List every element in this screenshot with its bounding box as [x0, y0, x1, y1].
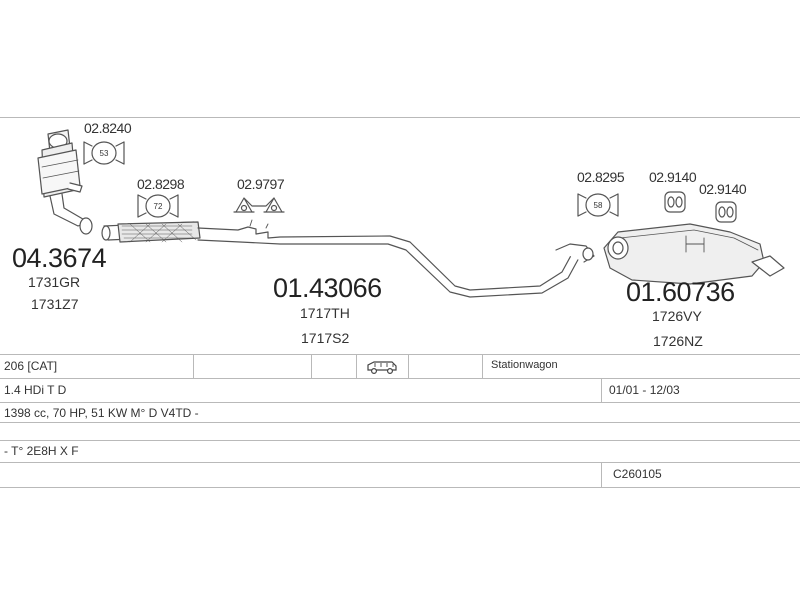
fitting-number-hanger-2[interactable]: 02.9140: [649, 169, 697, 185]
table-row: 206 [CAT] Stationwagon: [0, 354, 800, 379]
part-ref-rear-silencer-1: 1726VY: [652, 308, 702, 324]
part-ref-catalyst-2: 1731Z7: [31, 296, 79, 312]
fitting-number-clamp-1[interactable]: 02.8240: [84, 120, 132, 136]
fitting-number-clamp-3[interactable]: 02.8295: [577, 169, 625, 185]
fitting-number-hanger-3[interactable]: 02.9140: [699, 181, 747, 197]
clamp-badge-1: 53: [100, 149, 109, 158]
catalytic-converter-drawing: [37, 129, 93, 235]
clamp-drawing-1: [83, 141, 125, 165]
table-row: 1.4 HDi T D 01/01 - 12/03: [0, 378, 800, 403]
part-number-rear-silencer[interactable]: 01.60736: [626, 277, 735, 307]
table-row: C260105: [0, 462, 800, 488]
clamp-drawing-2: [137, 194, 179, 218]
middle-pipe-drawing: [197, 219, 595, 298]
rear-silencer-drawing: [603, 223, 785, 285]
part-ref-catalyst-1: 1731GR: [28, 274, 81, 290]
years-cell: 01/01 - 12/03: [609, 383, 680, 397]
model-cell: 206 [CAT]: [4, 359, 58, 373]
exhaust-diagram: 53 72 58: [37, 129, 785, 298]
engine-cell: 1.4 HDi T D: [4, 383, 67, 397]
part-ref-middle-pipe-2: 1717S2: [301, 330, 350, 346]
hanger-drawing-2: [664, 191, 686, 213]
part-number-catalyst[interactable]: 04.3674: [12, 243, 107, 273]
fitting-number-hanger-1[interactable]: 02.9797: [237, 176, 285, 192]
clamp-badge-3: 58: [594, 201, 603, 210]
body-type-cell: Stationwagon: [491, 359, 558, 371]
part-ref-middle-pipe-1: 1717TH: [300, 305, 350, 321]
clamp-drawing-3: [577, 193, 619, 217]
station-wagon-icon: [367, 361, 397, 375]
clamp-badge-2: 72: [154, 202, 163, 211]
table-row: [0, 422, 800, 441]
top-divider: [0, 117, 800, 118]
part-ref-rear-silencer-2: 1726NZ: [653, 333, 703, 349]
fitting-number-clamp-2[interactable]: 02.8298: [137, 176, 185, 192]
catalog-code-cell: C260105: [613, 467, 662, 481]
table-row: 1398 cc, 70 HP, 51 KW M° D V4TD -: [0, 402, 800, 423]
hanger-drawing-3: [715, 201, 737, 223]
flex-pipe-drawing: [101, 221, 201, 243]
table-row: - T° 2E8H X F: [0, 440, 800, 463]
part-number-middle-pipe[interactable]: 01.43066: [273, 273, 382, 303]
hanger-drawing-1: [233, 197, 285, 213]
type-code-cell: - T° 2E8H X F: [4, 444, 79, 458]
specs-cell: 1398 cc, 70 HP, 51 KW M° D V4TD -: [4, 406, 199, 420]
